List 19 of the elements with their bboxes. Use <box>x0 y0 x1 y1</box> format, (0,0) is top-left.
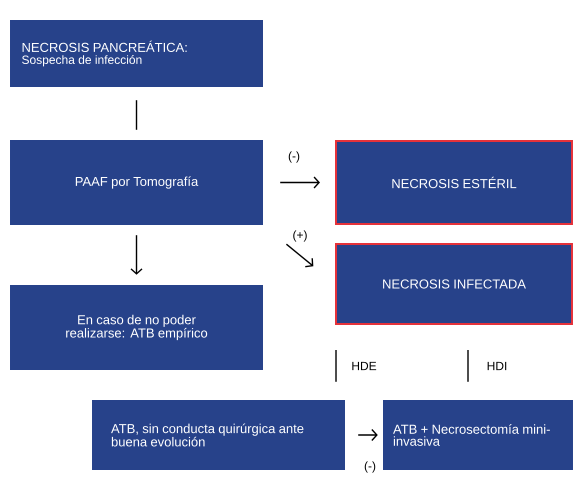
arrow <box>286 244 314 268</box>
edge-label: (-) <box>363 460 377 474</box>
process-box: NECROSIS PANCREÁTICA: Sospecha de infección <box>10 20 263 87</box>
process-box: PAAF por Tomografía <box>10 140 263 225</box>
edge-label: (+) <box>292 229 308 243</box>
arrow <box>358 429 378 441</box>
process-box: NECROSIS ESTÉRIL <box>335 140 573 225</box>
arrow <box>280 176 320 188</box>
connector-line <box>467 350 469 382</box>
process-box: En caso de no poder realizarse: ATB empírico <box>10 285 263 370</box>
edge-label: HDE <box>350 360 378 372</box>
edge-label: (-) <box>287 150 301 164</box>
connector-line <box>335 350 337 382</box>
process-box: NECROSIS INFECTADA <box>335 243 573 325</box>
arrow <box>130 235 142 275</box>
edge-label: HDI <box>486 360 508 372</box>
connector-line <box>136 100 138 130</box>
process-box: ATB + Necrosectomía mini-invasiva <box>383 400 573 470</box>
process-box: ATB, sin conducta quirúrgica ante buena evolución <box>92 400 345 470</box>
